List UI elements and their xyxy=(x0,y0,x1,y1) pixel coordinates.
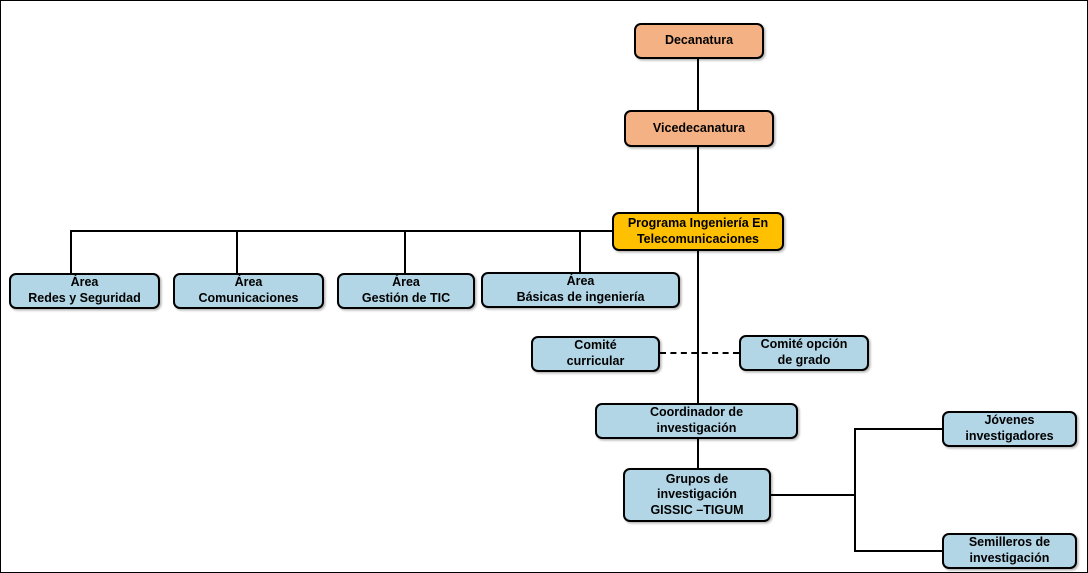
connector-drop-area-comunicaciones xyxy=(236,230,238,273)
node-area-comunicaciones: Área Comunicaciones xyxy=(173,273,324,309)
node-programa-ingenieria-telecomunicaciones: Programa Ingeniería En Telecomunicacione… xyxy=(612,212,784,251)
connector-drop-area-redes xyxy=(70,230,72,273)
node-jovenes-investigadores: Jóvenes investigadores xyxy=(942,411,1077,447)
node-comite-curricular: Comité curricular xyxy=(531,336,660,372)
connector-programa-coordinador xyxy=(697,250,699,403)
node-semilleros-investigacion: Semilleros de investigación xyxy=(942,533,1077,569)
connector-grupos-branch-horizontal xyxy=(770,494,856,496)
connector-areas-horizontal xyxy=(70,230,613,232)
node-area-gestion-tic: Área Gestión de TIC xyxy=(337,273,475,309)
connector-branch-semilleros xyxy=(854,550,942,552)
node-vicedecanatura: Vicedecanatura xyxy=(624,110,774,147)
connector-vicedecanatura-programa xyxy=(697,146,699,213)
node-area-redes-seguridad: Área Redes y Seguridad xyxy=(9,273,160,309)
connector-comite-curricular-opcion-dashed xyxy=(660,352,739,354)
connector-branch-jovenes xyxy=(854,428,942,430)
connector-decanatura-vicedecanatura xyxy=(697,58,699,111)
connector-drop-area-basicas xyxy=(579,230,581,272)
node-decanatura: Decanatura xyxy=(634,23,764,59)
connector-coordinador-grupos xyxy=(697,438,699,468)
connector-branch-vertical xyxy=(854,428,856,552)
node-comite-opcion-grado: Comité opción de grado xyxy=(739,335,869,371)
connector-drop-area-gestion-tic xyxy=(404,230,406,273)
node-grupos-investigacion: Grupos de investigación GISSIC –TIGUM xyxy=(623,468,771,522)
node-area-basicas-ingenieria: Área Básicas de ingeniería xyxy=(481,272,680,308)
node-coordinador-investigacion: Coordinador de investigación xyxy=(595,403,798,439)
